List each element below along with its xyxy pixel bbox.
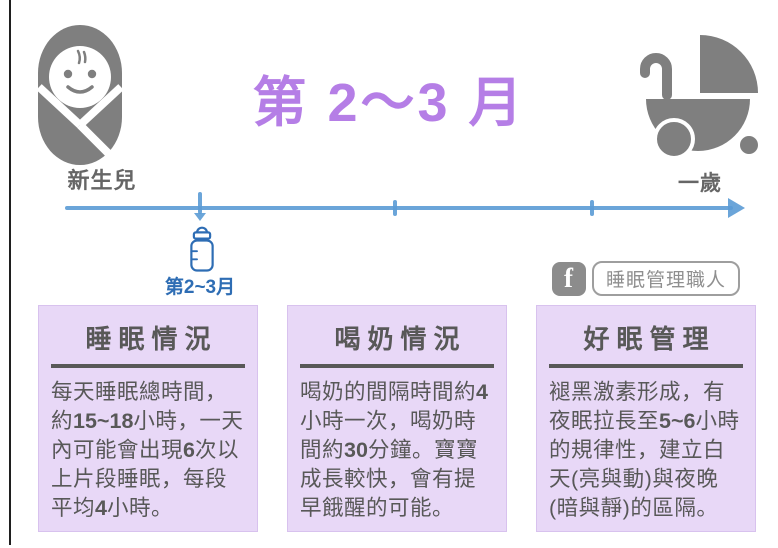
card-title-underline xyxy=(300,364,494,368)
baby-bottle-icon xyxy=(177,223,227,273)
page-title: 第 2～3 月 xyxy=(252,73,526,133)
card-sleep-management: 好眠管理 褪黑激素形成，有夜眠拉長至5~6小時的規律性，建立白天(亮與動)與夜晚… xyxy=(536,305,756,532)
timeline-tick-milestone xyxy=(198,192,202,214)
card-title: 好眠管理 xyxy=(583,324,716,354)
stroller-icon xyxy=(632,33,762,161)
timeline-line xyxy=(65,206,733,210)
facebook-page-badge[interactable]: 睡眠管理職人 xyxy=(592,261,740,296)
card-title: 睡眠情況 xyxy=(85,324,218,354)
timeline-end-label: 一歲 xyxy=(678,172,722,195)
swaddled-baby-icon xyxy=(36,25,124,165)
timeline-start-label: 新生兒 xyxy=(67,168,137,193)
card-title: 喝奶情況 xyxy=(334,324,467,354)
facebook-page-name: 睡眠管理職人 xyxy=(605,270,726,291)
milestone-down-arrow-icon xyxy=(194,213,206,221)
facebook-icon[interactable]: f xyxy=(552,262,586,296)
timeline-arrowhead-icon xyxy=(728,198,745,218)
card-body: 褪黑激素形成，有夜眠拉長至5~6小時的規律性，建立白天(亮與動)與夜晚(暗與靜)… xyxy=(549,379,740,520)
facebook-f-letter: f xyxy=(564,263,573,293)
info-cards-row: 睡眠情況 每天睡眠總時間，約15~18小時，一天內可能會出現6次以上片段睡眠，每… xyxy=(38,305,757,532)
card-sleep-status: 睡眠情況 每天睡眠總時間，約15~18小時，一天內可能會出現6次以上片段睡眠，每… xyxy=(38,305,258,532)
timeline-tick xyxy=(590,200,594,216)
card-title-underline xyxy=(51,364,245,368)
timeline-tick xyxy=(393,200,397,216)
card-body: 喝奶的間隔時間約4小時一次，喝奶時間約30分鐘。寶寶成長較快，會有提早餓醒的可能… xyxy=(300,379,488,520)
card-feeding-status: 喝奶情況 喝奶的間隔時間約4小時一次，喝奶時間約30分鐘。寶寶成長較快，會有提早… xyxy=(287,305,507,532)
left-border-line xyxy=(9,0,11,545)
card-title-underline xyxy=(549,364,743,368)
milestone-label: 第2~3月 xyxy=(164,277,236,298)
card-body: 每天睡眠總時間，約15~18小時，一天內可能會出現6次以上片段睡眠，每段平均4小… xyxy=(51,379,244,520)
